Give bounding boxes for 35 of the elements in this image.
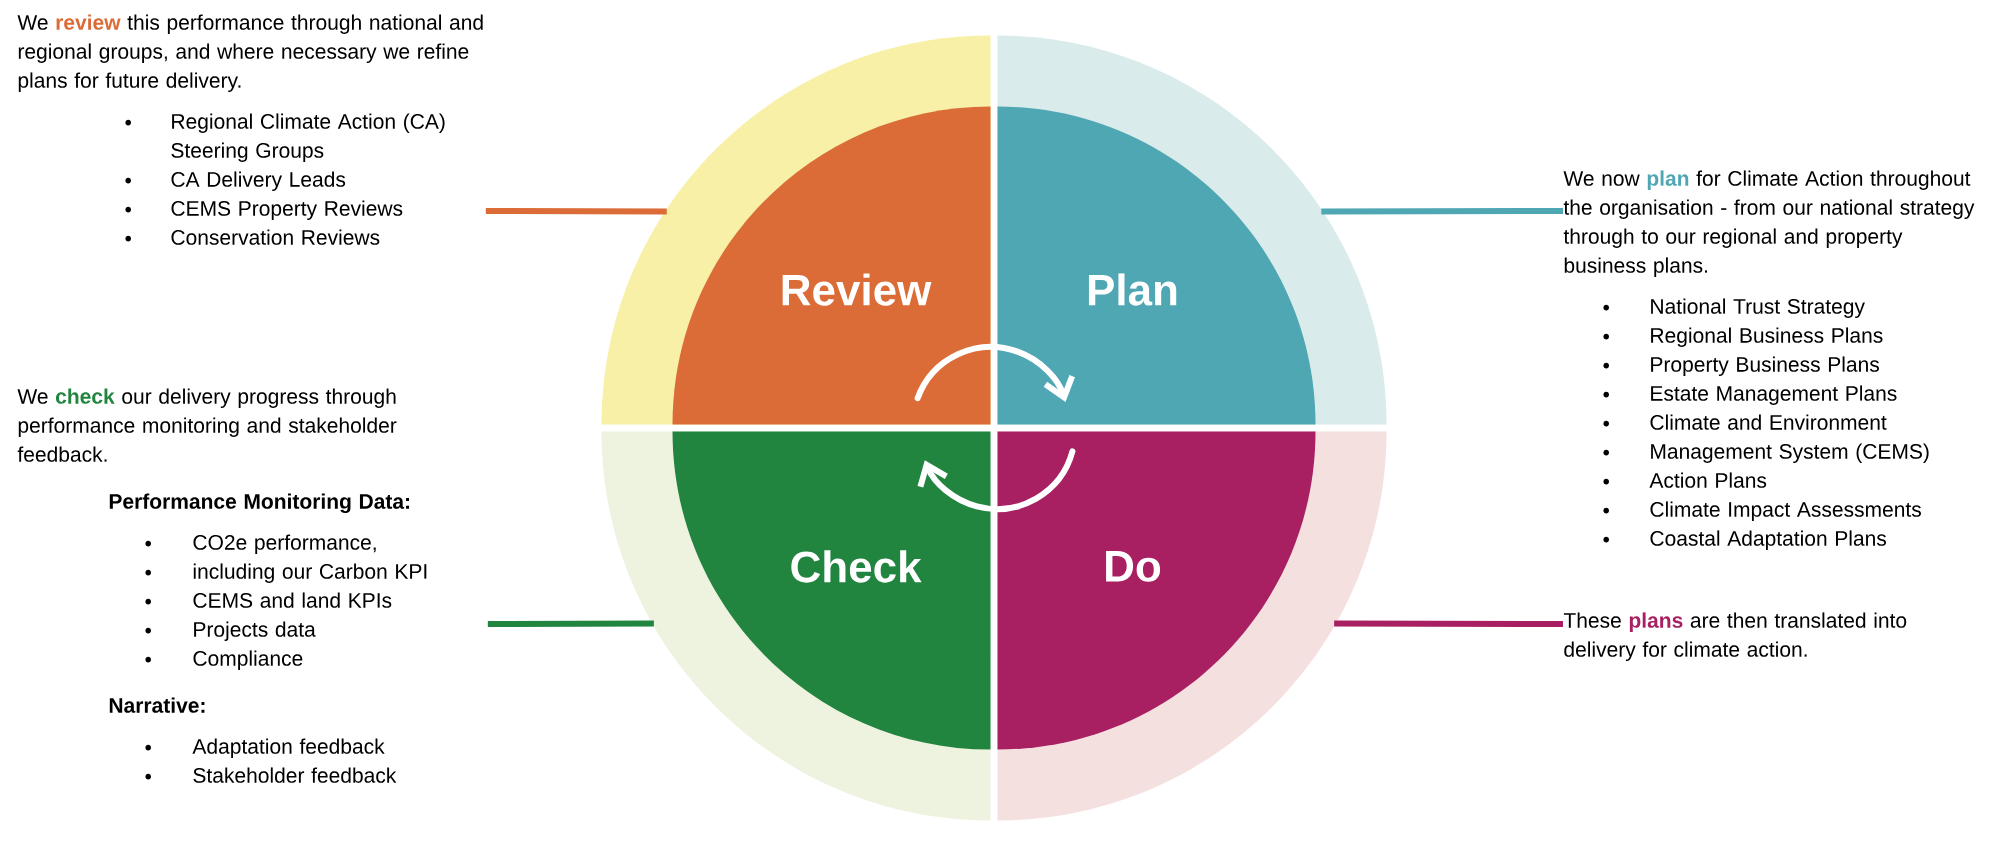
bullet-item: Estate Management Plans: [1603, 385, 1897, 405]
cycle-arrow: [917, 448, 1076, 513]
connector-line: [1334, 620, 1564, 627]
bullet-item: CO2e performance,: [145, 534, 376, 554]
bullet-item: Projects data: [145, 621, 316, 641]
connector-line: [485, 208, 667, 215]
bullet-item: Action Plans: [1603, 472, 1767, 488]
bullet-item: Regional Climate Action (CA) Steering Groups: [125, 113, 445, 162]
bullet-item: Stakeholder feedback: [145, 767, 397, 783]
bullet-item: Adaptation feedback: [145, 738, 385, 758]
quadrant-segment: Do: [997, 431, 1316, 750]
bullet-item: CEMS Property Reviews: [125, 200, 403, 220]
bullet-item: Climate Impact Assessments: [1603, 501, 1921, 521]
quadrant-segment: Plan: [997, 106, 1316, 425]
bullet-item: CEMS and land KPIs: [145, 592, 392, 608]
bullet-item: Property Business Plans: [1603, 356, 1879, 376]
bullet-item: Climate and Environment: [1603, 414, 1887, 430]
bullet-item: Management System (CEMS): [1603, 443, 1929, 463]
bullet-item: including our Carbon KPI: [145, 563, 427, 583]
quadrant-segment: Check: [672, 431, 991, 750]
paragraph: These plans are then translated into delivery for climate action.: [1563, 612, 1907, 661]
bullet-item: National Trust Strategy: [1603, 298, 1865, 318]
paragraph: We review this performance through national and regional groups, and where necessary we refine plans for future delivery.: [17, 14, 483, 92]
bullet-item: Coastal Adaptation Plans: [1603, 530, 1887, 550]
list-heading: Narrative:: [109, 697, 205, 713]
cycle-arrow: [914, 344, 1075, 403]
paragraph: We check our delivery progress through performance monitoring and stakeholder feedback.: [17, 388, 397, 462]
connector-line: [487, 620, 654, 627]
bullet-item: Conservation Reviews: [125, 229, 380, 245]
bullet-item: Compliance: [145, 650, 303, 670]
list-heading: Performance Monitoring Data:: [109, 493, 409, 514]
bullet-item: CA Delivery Leads: [125, 171, 346, 191]
bullet-item: Regional Business Plans: [1603, 327, 1883, 347]
quadrant-segment: Review: [672, 106, 991, 425]
paragraph: We now plan for Climate Action throughout the organisation - from our national strategy through to our regional and property business plans.: [1563, 170, 1975, 277]
